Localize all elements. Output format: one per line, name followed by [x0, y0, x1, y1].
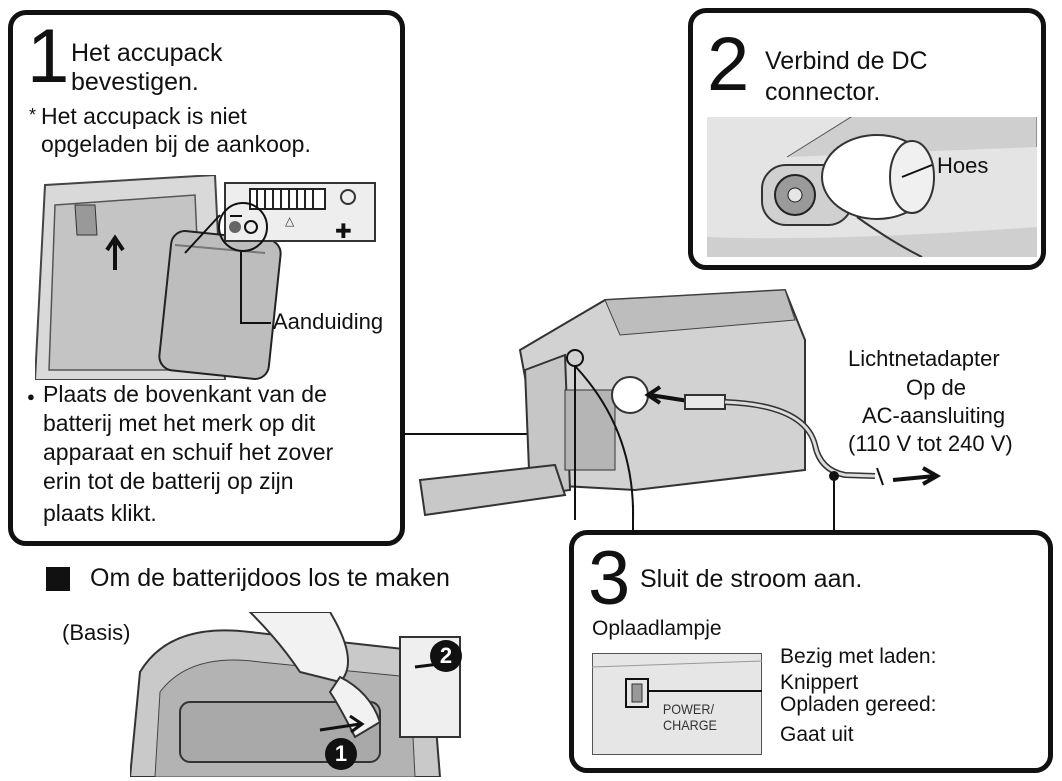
removal-basis: (Basis): [62, 620, 131, 645]
step1-title-line2: bevestigen.: [71, 68, 199, 96]
step3-lamp-label: Oplaadlampje: [592, 617, 722, 640]
removal-title: Om de batterijdoos los te maken: [90, 564, 450, 592]
step1-bullet: ●: [27, 389, 35, 404]
step3-title: Sluit de stroom aan.: [640, 565, 863, 593]
camcorder-illustration: [405, 280, 945, 530]
step-badge-1-text: 1: [334, 741, 348, 766]
step1-note-line1: Het accupack is niet: [41, 103, 247, 129]
battery-removal-illustration: [130, 612, 470, 777]
status-charging-label: Bezig met laden:: [780, 645, 937, 668]
status-done-label: Opladen gereed:: [780, 693, 937, 716]
lamp-text-power: POWER/: [662, 701, 714, 717]
adapter-line2: Op de: [906, 375, 966, 400]
svg-text:✚: ✚: [335, 221, 352, 243]
charge-lamp-illustration: [592, 653, 762, 755]
step-badge-2: 2: [430, 640, 462, 672]
adapter-label: Lichtnetadapter: [848, 346, 1000, 371]
svg-text:△: △: [285, 214, 295, 228]
step1-instruction-line1: Plaats de bovenkant van de: [43, 381, 327, 407]
step1-instruction-line5: plaats klikt.: [43, 500, 157, 526]
step3-panel: 3 Sluit de stroom aan. Oplaadlampje POWE…: [569, 530, 1053, 773]
step2-callout-hoes: Hoes: [937, 153, 989, 178]
dc-connector-illustration: [707, 117, 1037, 257]
step1-panel: 1 Het accupack bevestigen. * Het accupac…: [8, 10, 405, 546]
step1-number: 1: [27, 14, 70, 99]
step-badge-2-text: 2: [439, 643, 453, 668]
step2-number: 2: [707, 22, 750, 107]
status-done-value: Gaat uit: [780, 723, 854, 746]
step2-panel: 2 Verbind de DC connector. Hoes: [688, 8, 1046, 270]
step2-title-line1: Verbind de DC: [765, 47, 928, 75]
battery-insertion-illustration: △ ✚: [35, 175, 395, 380]
step1-note-mark: *: [29, 105, 37, 125]
lamp-text-charge: CHARGE: [662, 717, 717, 733]
step1-instruction-line3: apparaat en schuif het zover: [43, 439, 334, 465]
step2-title-line2: connector.: [765, 78, 881, 106]
adapter-line4: (110 V tot 240 V): [848, 431, 1013, 456]
step1-instruction-line4: erin tot de batterij op zijn: [43, 468, 294, 494]
step1-instruction-line2: batterij met het merk op dit: [43, 410, 316, 436]
status-charging-value: Knippert: [780, 671, 859, 694]
step1-title-line1: Het accupack: [71, 39, 223, 67]
adapter-line3: AC-aansluiting: [862, 403, 1006, 428]
step3-number: 3: [588, 536, 631, 621]
step1-note-line2: opgeladen bij de aankoop.: [41, 131, 311, 157]
step-badge-1: 1: [325, 738, 357, 770]
removal-square-bullet: [46, 567, 70, 591]
step1-callout-aanduiding: Aanduiding: [273, 309, 384, 334]
